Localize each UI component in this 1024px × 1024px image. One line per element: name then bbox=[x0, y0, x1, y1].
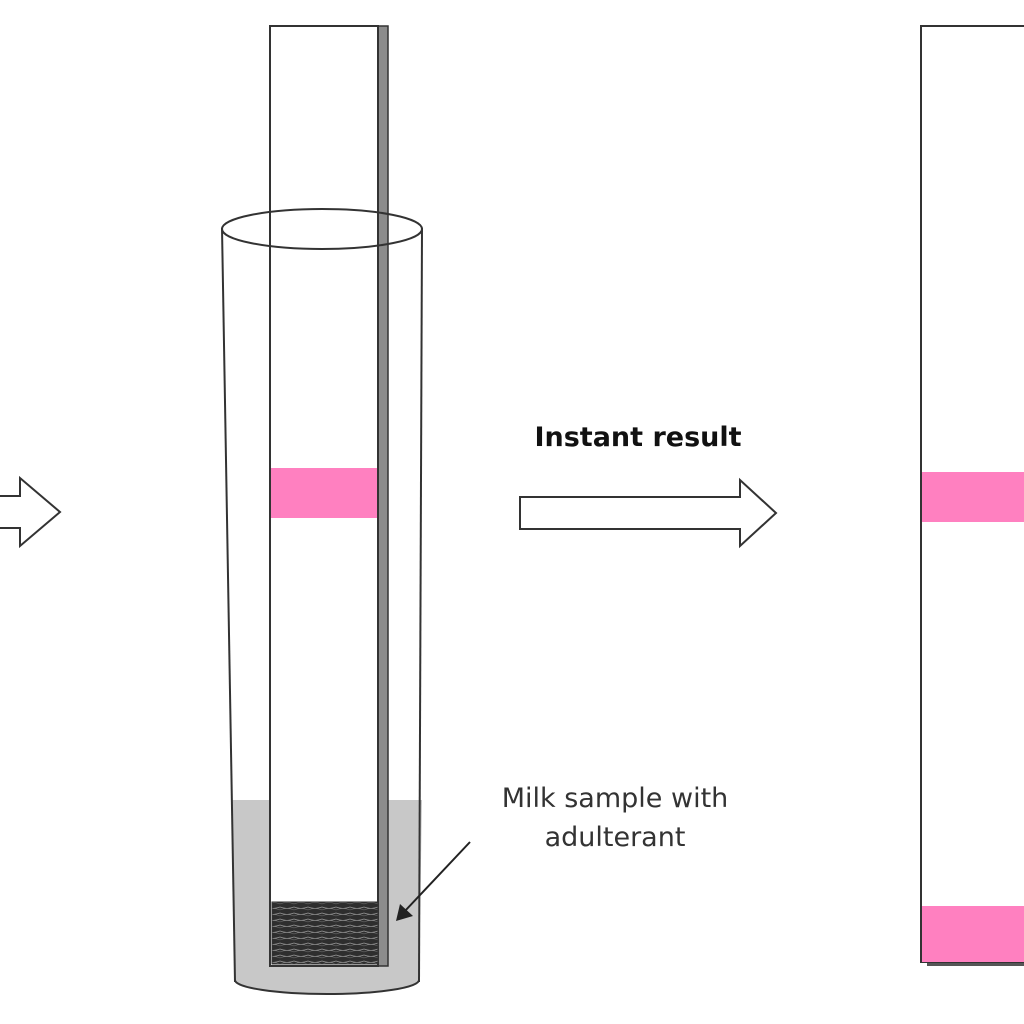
test-line-band bbox=[271, 468, 377, 518]
callout-pointer-head bbox=[396, 904, 413, 921]
left-arrow bbox=[0, 475, 62, 549]
tube-rim bbox=[221, 208, 423, 250]
result-arrow bbox=[519, 477, 778, 549]
tube-left-wall bbox=[221, 227, 236, 983]
result-bottom-band bbox=[922, 906, 1024, 962]
strip-edge-shadow bbox=[377, 25, 389, 967]
tube-bottom bbox=[234, 979, 420, 995]
callout-label-line2: adulterant bbox=[545, 822, 686, 853]
result-test-line-band bbox=[922, 472, 1024, 522]
callout-pointer-line bbox=[403, 841, 471, 913]
instant-result-label: Instant result bbox=[534, 422, 741, 453]
sample-pad bbox=[271, 901, 379, 965]
tube-right-wall bbox=[418, 227, 423, 983]
callout-label-line1: Milk sample with bbox=[502, 783, 729, 814]
